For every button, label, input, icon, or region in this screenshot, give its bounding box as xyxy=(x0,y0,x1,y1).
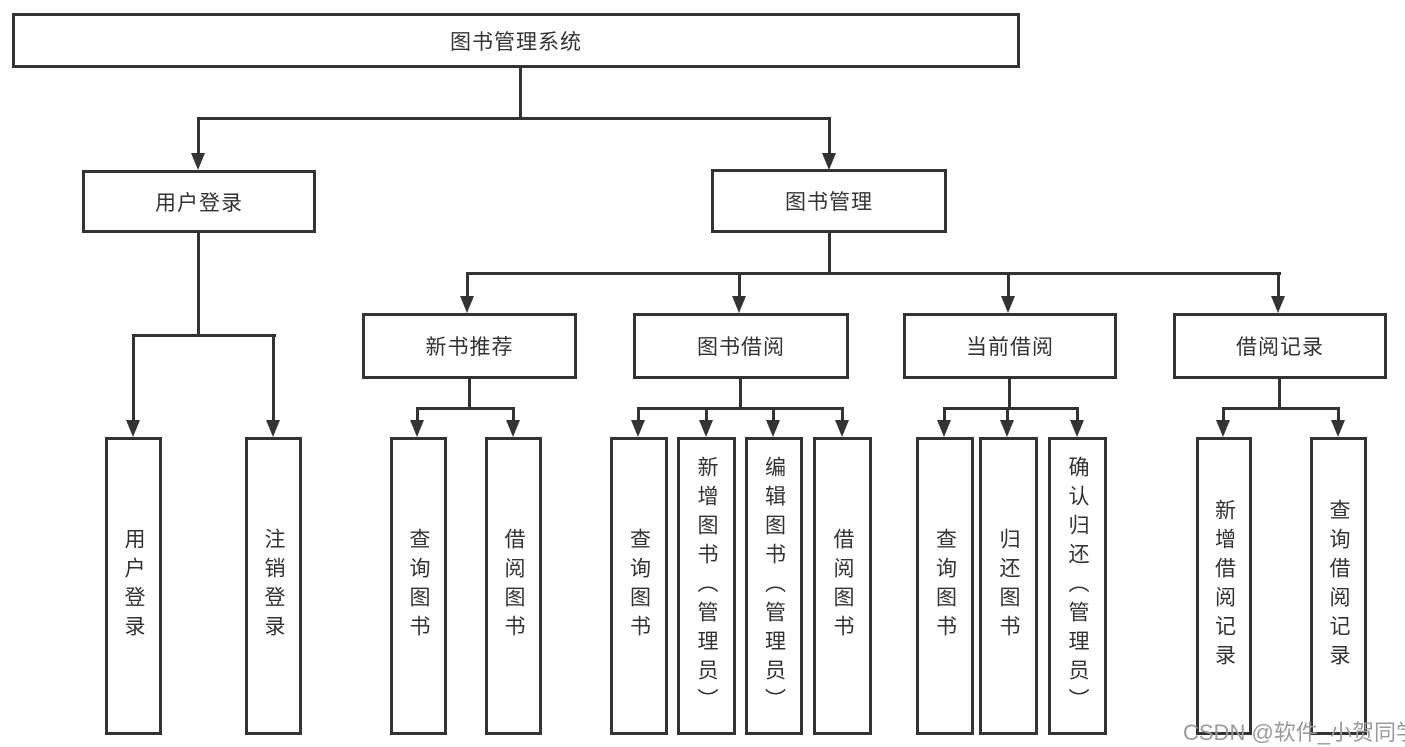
leaf-cb-query-books-label: 查询图书 xyxy=(933,528,957,644)
arrowhead-icon xyxy=(699,420,713,437)
node-borrow-records-label: 借阅记录 xyxy=(1236,336,1324,359)
connector-to-bb-edit xyxy=(772,407,775,422)
connector-current-borrow-split xyxy=(943,407,1079,410)
leaf-bb-edit-books-admin: 编辑图书（管理员） xyxy=(745,437,803,735)
leaf-bb-add-books-admin-label: 新增图书（管理员） xyxy=(695,455,718,717)
leaf-bb-edit-books-admin-label: 编辑图书（管理员） xyxy=(762,455,786,717)
connector-to-book-borrow xyxy=(738,272,741,298)
connector-to-user-login xyxy=(197,117,200,155)
leaf-br-add-record: 新增借阅记录 xyxy=(1196,437,1252,735)
node-new-book-rec: 新书推荐 xyxy=(362,313,577,379)
connector-root-stem xyxy=(519,68,522,119)
leaf-rec-borrow-books-label: 借阅图书 xyxy=(502,528,525,644)
leaf-cb-return-books-label: 归还图书 xyxy=(997,528,1020,644)
leaf-cb-return-books: 归还图书 xyxy=(979,437,1038,735)
arrowhead-icon xyxy=(732,296,746,313)
connector-to-cb-return xyxy=(1006,407,1009,422)
connector-to-current-borrow xyxy=(1007,272,1010,298)
connector-new-book-rec-stem xyxy=(468,379,471,410)
connector-to-br-query xyxy=(1337,407,1340,422)
arrowhead-icon xyxy=(460,296,474,313)
csdn-watermark: CSDN @软件_小贺同学 xyxy=(1183,720,1405,745)
node-user-login: 用户登录 xyxy=(82,170,316,233)
arrowhead-icon xyxy=(1216,420,1230,437)
arrowhead-icon xyxy=(410,420,424,437)
leaf-bb-borrow-books-label: 借阅图书 xyxy=(831,528,854,644)
arrowhead-icon xyxy=(1271,296,1285,313)
leaf-logout-label: 注销登录 xyxy=(262,528,285,644)
arrowhead-icon xyxy=(266,420,280,437)
node-book-mgmt: 图书管理 xyxy=(711,169,947,233)
connector-to-new-book-rec xyxy=(466,272,469,298)
connector-to-leaf-logout xyxy=(272,334,275,422)
leaf-rec-borrow-books: 借阅图书 xyxy=(485,437,542,735)
connector-current-borrow-stem xyxy=(1008,379,1011,410)
connector-book-borrow-split xyxy=(637,407,844,410)
node-new-book-rec-label: 新书推荐 xyxy=(425,336,514,359)
node-current-borrow-label: 当前借阅 xyxy=(966,336,1054,359)
arrowhead-icon xyxy=(631,420,645,437)
connector-book-mgmt-split xyxy=(467,272,1281,275)
connector-root-split xyxy=(198,117,831,120)
leaf-user-login: 用户登录 xyxy=(105,437,162,735)
node-root: 图书管理系统 xyxy=(12,13,1020,68)
connector-to-bb-query xyxy=(637,407,640,422)
connector-to-book-mgmt xyxy=(828,117,831,155)
connector-book-mgmt-stem xyxy=(828,233,831,275)
leaf-user-login-label: 用户登录 xyxy=(122,528,145,644)
connector-to-rec-borrow xyxy=(512,407,515,422)
node-user-login-label: 用户登录 xyxy=(155,191,243,215)
connector-book-borrow-stem xyxy=(739,379,742,410)
arrowhead-icon xyxy=(1001,296,1015,313)
node-book-borrow: 图书借阅 xyxy=(633,313,849,379)
connector-to-leaf-user-login xyxy=(132,334,135,422)
leaf-br-query-record: 查询借阅记录 xyxy=(1310,437,1367,735)
arrowhead-icon xyxy=(191,153,205,170)
arrowhead-icon xyxy=(1000,420,1014,437)
leaf-br-add-record-label: 新增借阅记录 xyxy=(1212,499,1236,673)
connector-to-bb-add xyxy=(705,407,708,422)
leaf-bb-query-books-label: 查询图书 xyxy=(627,528,651,644)
connector-borrow-records-split xyxy=(1222,407,1340,410)
connector-to-bb-borrow xyxy=(841,407,844,422)
node-book-mgmt-label: 图书管理 xyxy=(785,191,873,214)
leaf-rec-query-books: 查询图书 xyxy=(390,437,447,735)
arrowhead-icon xyxy=(1070,420,1084,437)
leaf-cb-query-books: 查询图书 xyxy=(916,437,974,735)
arrowhead-icon xyxy=(822,153,836,170)
node-root-label: 图书管理系统 xyxy=(450,30,582,54)
connector-borrow-records-stem xyxy=(1278,379,1281,410)
leaf-rec-query-books-label: 查询图书 xyxy=(407,528,430,644)
connector-to-br-add xyxy=(1222,407,1225,422)
arrowhead-icon xyxy=(937,420,951,437)
leaf-cb-confirm-return-admin-label: 确认归还（管理员） xyxy=(1066,455,1089,717)
connector-new-book-rec-split xyxy=(416,407,515,410)
leaf-bb-borrow-books: 借阅图书 xyxy=(813,437,872,735)
arrowhead-icon xyxy=(1331,420,1345,437)
arrowhead-icon xyxy=(835,420,849,437)
leaf-br-query-record-label: 查询借阅记录 xyxy=(1327,499,1350,673)
leaf-bb-add-books-admin: 新增图书（管理员） xyxy=(677,437,736,735)
node-book-borrow-label: 图书借阅 xyxy=(697,336,785,359)
connector-to-cb-query xyxy=(943,407,946,422)
connector-user-login-split xyxy=(132,334,276,337)
leaf-logout: 注销登录 xyxy=(245,437,302,735)
leaf-bb-query-books: 查询图书 xyxy=(610,437,668,735)
connector-user-login-stem xyxy=(197,233,200,337)
connector-to-borrow-records xyxy=(1277,272,1280,298)
connector-to-cb-confirm xyxy=(1076,407,1079,422)
leaf-cb-confirm-return-admin: 确认归还（管理员） xyxy=(1048,437,1107,735)
connector-to-rec-query xyxy=(416,407,419,422)
arrowhead-icon xyxy=(766,420,780,437)
arrowhead-icon xyxy=(126,420,140,437)
arrowhead-icon xyxy=(506,420,520,437)
node-borrow-records: 借阅记录 xyxy=(1173,313,1387,379)
node-current-borrow: 当前借阅 xyxy=(903,313,1117,379)
